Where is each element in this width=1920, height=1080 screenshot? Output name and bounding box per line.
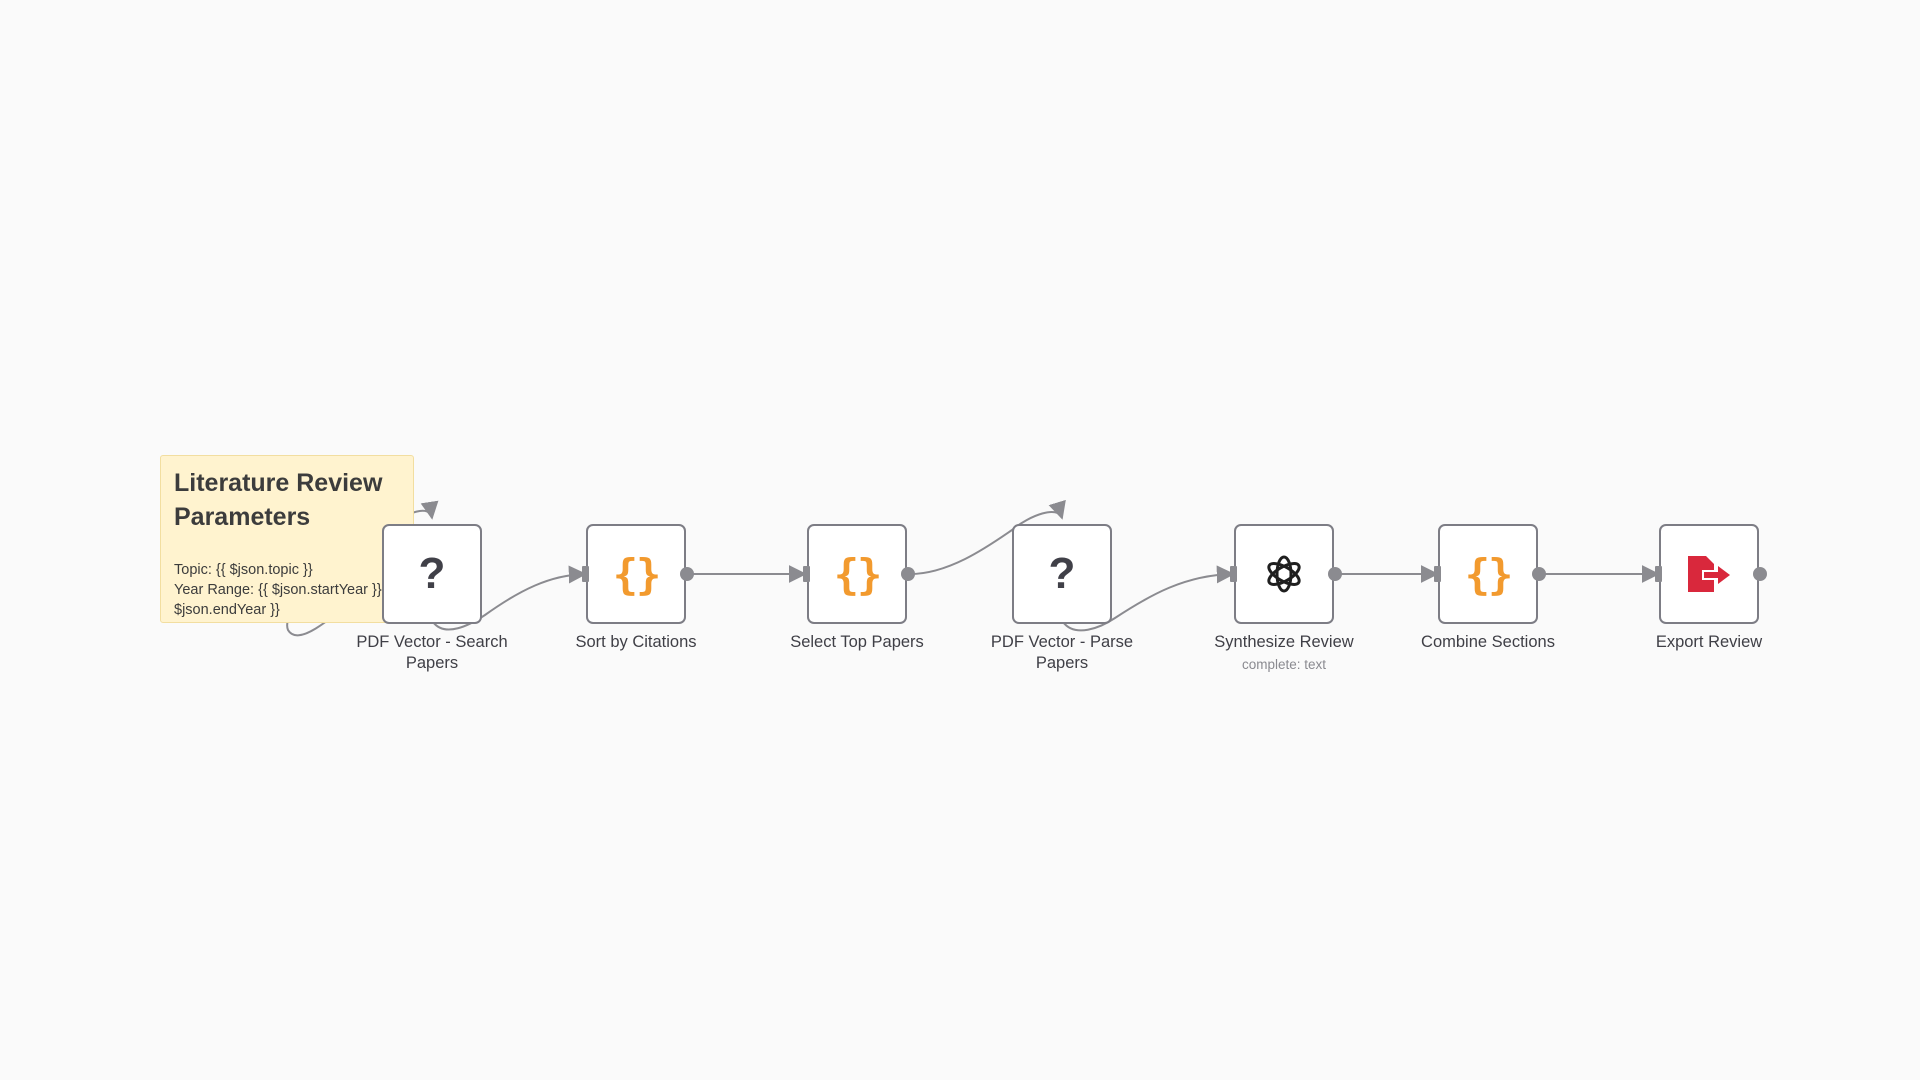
output-handle[interactable] <box>1328 567 1342 581</box>
openai-icon <box>1260 550 1308 598</box>
code-braces-icon: {} <box>1464 549 1514 599</box>
question-icon: ? <box>1048 549 1076 598</box>
node-label: Select Top Papers <box>790 633 924 651</box>
node-combine-sections[interactable]: {} <box>1438 524 1538 624</box>
code-braces-icon: {} <box>833 549 883 599</box>
output-handle[interactable] <box>680 567 694 581</box>
question-icon: ? <box>418 549 446 598</box>
node-label: Combine Sections <box>1421 633 1555 651</box>
input-handle[interactable] <box>1434 566 1441 582</box>
node-label: PDF Vector - Parse Papers <box>990 633 1134 672</box>
output-handle[interactable] <box>1753 567 1767 581</box>
sticky-note-body: Topic: {{ $json.topic }} Year Range: {{ … <box>174 562 396 618</box>
input-handle[interactable] <box>803 566 810 582</box>
output-handle[interactable] <box>1532 567 1546 581</box>
node-label: Sort by Citations <box>575 633 697 651</box>
input-handle[interactable] <box>1230 566 1237 582</box>
node-select-top-papers[interactable]: {} <box>807 524 907 624</box>
node-pdf-vector-parse[interactable]: ? <box>1012 524 1112 624</box>
node-label: Synthesize Review <box>1214 633 1354 651</box>
output-handle[interactable] <box>901 567 915 581</box>
node-export-review[interactable] <box>1659 524 1759 624</box>
export-file-icon <box>1686 554 1732 594</box>
node-subtitle: complete: text <box>1241 657 1327 672</box>
node-sort-by-citations[interactable]: {} <box>586 524 686 624</box>
input-handle[interactable] <box>582 566 589 582</box>
sticky-note[interactable]: Literature Review Parameters Topic: {{ $… <box>160 455 414 623</box>
node-label: Export Review <box>1655 633 1763 651</box>
node-pdf-vector-search[interactable]: ? <box>382 524 482 624</box>
input-handle[interactable] <box>1655 566 1662 582</box>
node-label: PDF Vector - Search Papers <box>356 633 508 672</box>
sticky-note-title: Literature Review Parameters <box>174 469 383 531</box>
node-synthesize-review[interactable] <box>1234 524 1334 624</box>
code-braces-icon: {} <box>612 549 662 599</box>
